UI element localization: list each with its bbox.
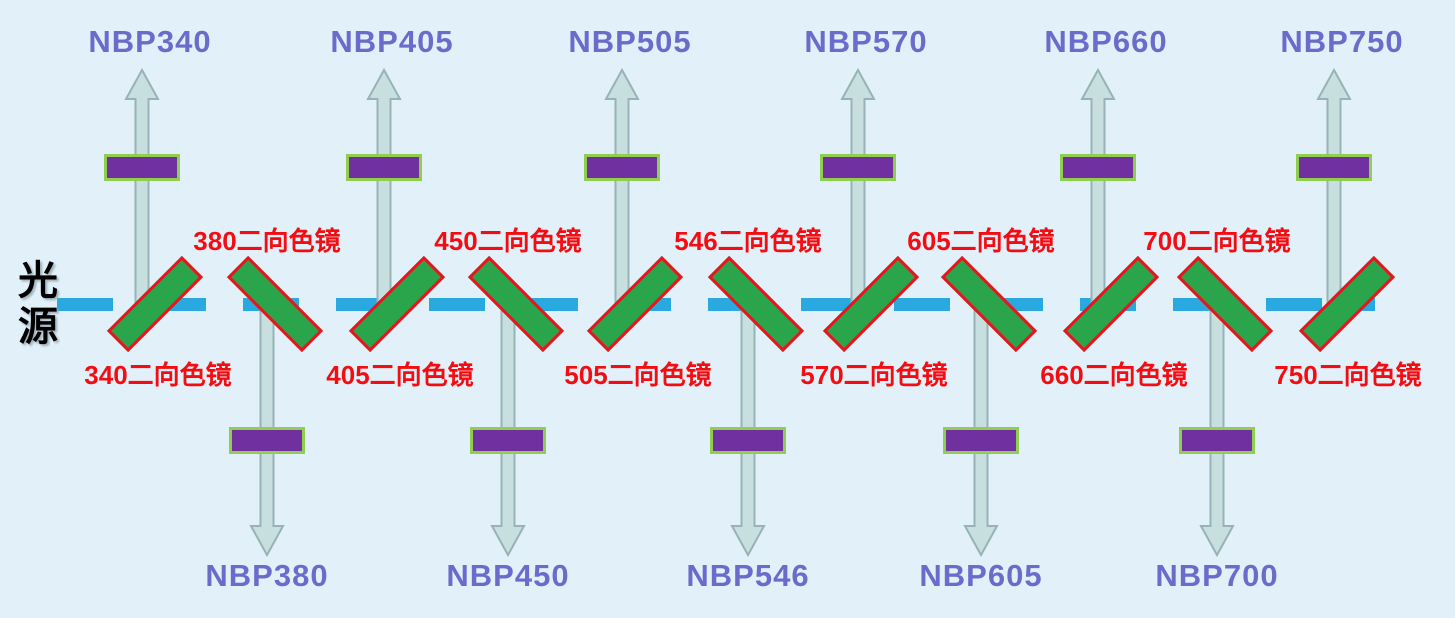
bandpass-filter: [820, 154, 896, 181]
up-arrow-icon: [366, 67, 402, 310]
bandpass-filter: [710, 427, 786, 454]
dichroic-mirror-label: 750二向色镜: [1274, 360, 1422, 390]
up-arrow-icon: [124, 67, 160, 310]
bandpass-filter: [104, 154, 180, 181]
nbp-output-label: NBP570: [804, 24, 928, 59]
nbp-output-label: NBP700: [1155, 558, 1279, 593]
bandpass-filter: [229, 427, 305, 454]
dichroic-mirror-label: 660二向色镜: [1040, 360, 1188, 390]
nbp-output-label: NBP340: [88, 24, 212, 59]
dichroic-mirror-label: 380二向色镜: [193, 226, 341, 256]
nbp-output-label: NBP750: [1280, 24, 1404, 59]
nbp-output-label: NBP546: [686, 558, 810, 593]
dichroic-mirror-label: 450二向色镜: [434, 226, 582, 256]
dichroic-mirror-label: 570二向色镜: [800, 360, 948, 390]
nbp-output-label: NBP450: [446, 558, 570, 593]
up-arrow-icon: [840, 67, 876, 310]
dichroic-mirror-label: 340二向色镜: [84, 360, 232, 390]
bandpass-filter: [470, 427, 546, 454]
bandpass-filter: [584, 154, 660, 181]
bandpass-filter: [1296, 154, 1372, 181]
up-arrow-icon: [604, 67, 640, 310]
dichroic-mirror-label: 605二向色镜: [907, 226, 1055, 256]
up-arrow-icon: [1316, 67, 1352, 310]
bandpass-filter: [1179, 427, 1255, 454]
dichroic-mirror-label: 505二向色镜: [564, 360, 712, 390]
dichroic-mirror-label: 546二向色镜: [674, 226, 822, 256]
nbp-output-label: NBP605: [919, 558, 1043, 593]
nbp-output-label: NBP505: [568, 24, 692, 59]
dichroic-mirror-label: 405二向色镜: [326, 360, 474, 390]
bandpass-filter: [346, 154, 422, 181]
bandpass-filter: [1060, 154, 1136, 181]
nbp-output-label: NBP660: [1044, 24, 1168, 59]
up-arrow-icon: [1080, 67, 1116, 310]
bandpass-filter: [943, 427, 1019, 454]
dichroic-mirror-label: 700二向色镜: [1143, 226, 1291, 256]
nbp-output-label: NBP405: [330, 24, 454, 59]
light-source-label: 光 源: [18, 259, 58, 349]
nbp-output-label: NBP380: [205, 558, 329, 593]
